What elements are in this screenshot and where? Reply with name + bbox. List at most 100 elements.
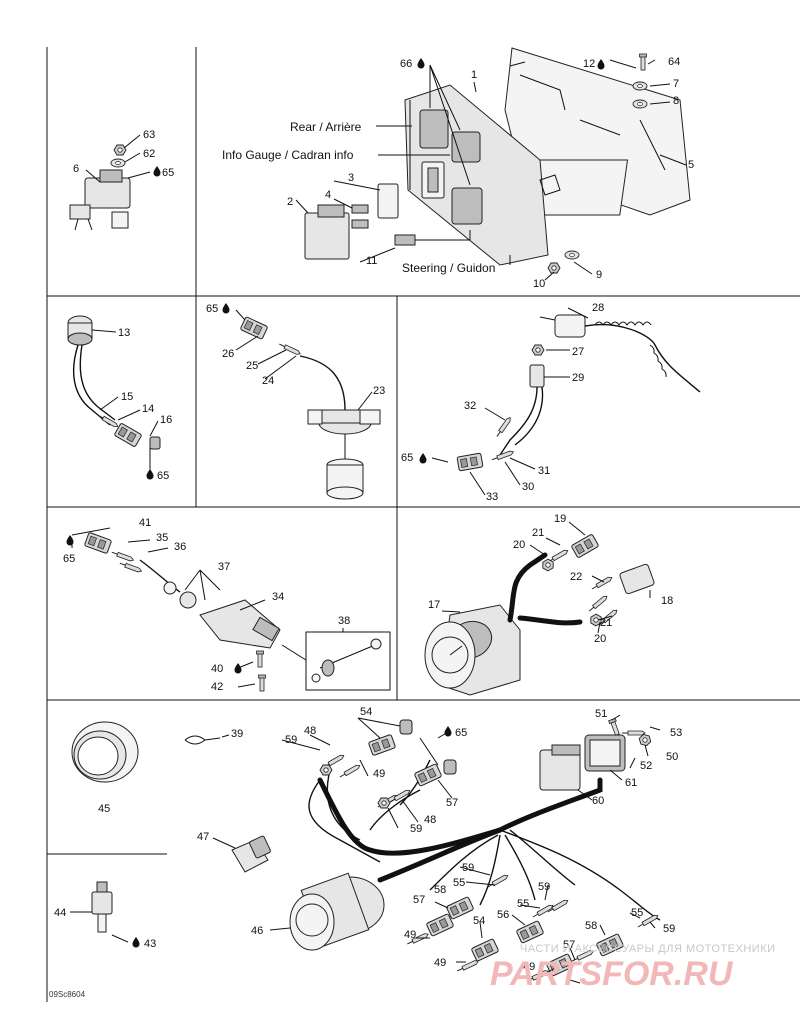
callout-43: 43 — [144, 938, 156, 950]
callout-55a: 55 — [453, 877, 465, 889]
callout-39: 39 — [231, 728, 243, 740]
callout-49b: 49 — [404, 929, 416, 941]
watermark-subtitle: ЧАСТИ И АКСЕССУАРЫ ДЛЯ МОТОТЕХНИКИ — [520, 943, 776, 955]
callout-53: 53 — [670, 727, 682, 739]
callout-58b: 58 — [585, 920, 597, 932]
callout-25: 25 — [246, 360, 258, 372]
label-info-gauge: Info Gauge / Cadran info — [222, 148, 354, 162]
callout-65c: 65 — [206, 303, 218, 315]
callout-23: 23 — [373, 385, 385, 397]
panel-gauge: 17 19 21 20 22 18 21 20 — [424, 513, 673, 696]
callout-45: 45 — [98, 803, 110, 815]
callout-48a: 48 — [304, 725, 316, 737]
adhesive-drop-icon — [417, 58, 425, 69]
adhesive-drop-icon — [146, 469, 154, 480]
callout-21a: 21 — [532, 527, 544, 539]
valve-body — [69, 169, 131, 231]
adhesive-drop-icon — [153, 166, 161, 177]
callout-5: 5 — [688, 159, 694, 171]
callout-49c: 49 — [434, 957, 446, 969]
callout-65d: 65 — [401, 452, 413, 464]
callout-36: 36 — [174, 541, 186, 553]
label-rear: Rear / Arrière — [290, 120, 362, 134]
callout-6: 6 — [73, 163, 79, 175]
callout-8: 8 — [673, 95, 679, 107]
callout-63: 63 — [143, 129, 155, 141]
callout-9: 9 — [596, 269, 602, 281]
callout-33: 33 — [486, 491, 498, 503]
callout-57c: 57 — [563, 939, 575, 951]
callout-59c: 59 — [462, 862, 474, 874]
callout-57a: 57 — [446, 797, 458, 809]
callout-20b: 20 — [594, 633, 606, 645]
callout-34: 34 — [272, 591, 284, 603]
callout-62: 62 — [143, 148, 155, 160]
callout-61: 61 — [625, 777, 637, 789]
callout-49d: 49 — [523, 961, 535, 973]
callout-18: 18 — [661, 595, 673, 607]
module-connector-info — [451, 131, 481, 163]
callout-50: 50 — [666, 751, 678, 763]
callout-65e: 65 — [63, 553, 75, 565]
callout-24: 24 — [262, 375, 274, 387]
callout-2: 2 — [287, 196, 293, 208]
callout-28: 28 — [592, 302, 604, 314]
callout-64: 64 — [668, 56, 680, 68]
watermark-brand: PARTSFOR.RU — [490, 955, 734, 993]
panel-valve: 63 62 6 65 — [69, 129, 174, 231]
callout-59b: 59 — [410, 823, 422, 835]
adhesive-drop-icon — [444, 726, 452, 737]
callout-3: 3 — [348, 172, 354, 184]
callout-46: 46 — [251, 925, 263, 937]
callout-52: 52 — [640, 760, 652, 772]
adhesive-drop-icon — [419, 453, 427, 464]
callout-35: 35 — [156, 532, 168, 544]
callout-27: 27 — [572, 346, 584, 358]
adhesive-drop-icon — [222, 303, 230, 314]
callout-56: 56 — [497, 909, 509, 921]
callout-65f: 65 — [455, 727, 467, 739]
panel-switch: 41 65 35 36 37 34 38 40 42 — [63, 517, 382, 693]
callout-1: 1 — [471, 69, 477, 81]
callout-19: 19 — [554, 513, 566, 525]
callout-42: 42 — [211, 681, 223, 693]
panel-sensor-28: 28 27 29 32 65 31 30 33 — [401, 302, 701, 503]
watermark: ЧАСТИ И АКСЕССУАРЫ ДЛЯ МОТОТЕХНИКИ PARTS… — [490, 943, 776, 993]
frame-lines — [46, 47, 800, 1002]
callout-21b: 21 — [600, 617, 612, 629]
callout-48b: 48 — [424, 814, 436, 826]
callout-15: 15 — [121, 391, 133, 403]
panel-harness: 45 39 47 44 43 46 — [54, 706, 682, 984]
callout-38: 38 — [338, 615, 350, 627]
panel-sensor: 13 15 14 16 65 — [67, 315, 172, 482]
callout-17: 17 — [428, 599, 440, 611]
panel-module: 66 1 Rear / Arrière Info Gauge / Cadran … — [222, 47, 694, 290]
label-steering: Steering / Guidon — [402, 261, 495, 275]
callout-59a: 59 — [285, 734, 297, 746]
callout-11: 11 — [366, 255, 377, 267]
callout-66: 66 — [400, 58, 412, 70]
module-connector-steering — [451, 187, 483, 225]
callout-40: 40 — [211, 663, 223, 675]
callout-49a: 49 — [373, 768, 385, 780]
callout-32: 32 — [464, 400, 476, 412]
adhesive-drop-icon — [234, 663, 242, 674]
callout-59e: 59 — [663, 923, 675, 935]
adhesive-drop-icon — [597, 59, 605, 70]
callout-60: 60 — [592, 795, 604, 807]
drawing-code: 09Sc8604 — [49, 990, 86, 999]
callout-41: 41 — [139, 517, 151, 529]
callout-29: 29 — [572, 372, 584, 384]
callout-55c: 55 — [631, 907, 643, 919]
callout-4: 4 — [325, 189, 331, 201]
callout-47: 47 — [197, 831, 209, 843]
callout-12: 12 — [583, 58, 595, 70]
callout-30: 30 — [522, 481, 534, 493]
callout-7: 7 — [673, 78, 679, 90]
adhesive-drop-icon — [66, 535, 74, 546]
callout-57b: 57 — [413, 894, 425, 906]
adhesive-drop-icon — [132, 937, 140, 948]
callout-51: 51 — [595, 708, 607, 720]
callout-31: 31 — [538, 465, 550, 477]
